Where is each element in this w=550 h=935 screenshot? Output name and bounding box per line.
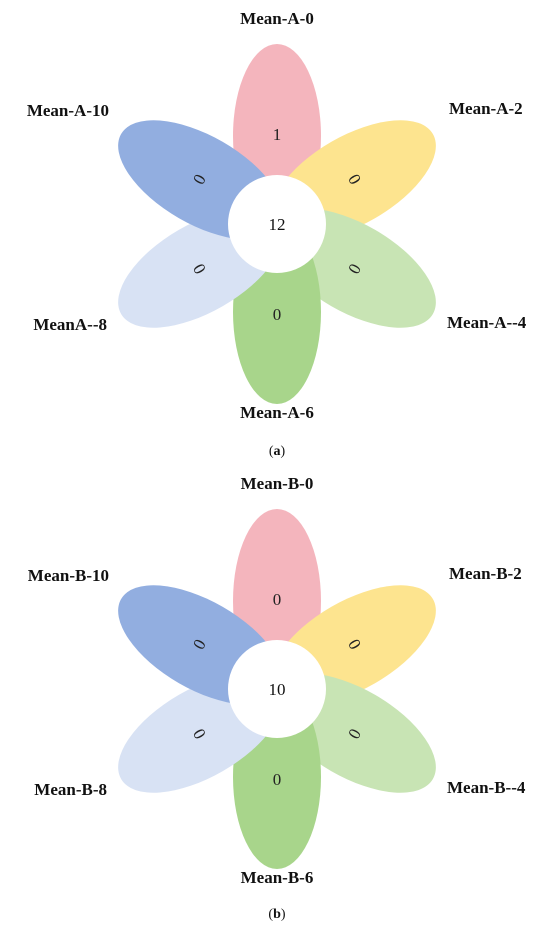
petal-label: Mean-B-2 [449,564,522,583]
petal-label: Mean-B--4 [447,778,526,797]
petal-label: Mean-A-2 [449,99,523,118]
center-circle [228,640,326,738]
petal-label: Mean-A--4 [447,313,527,332]
venn-diagram-a: 10000012Mean-A-0Mean-A-2Mean-A--4Mean-A-… [27,9,527,459]
petal-value: 0 [273,770,282,789]
center-value: 10 [269,680,286,699]
petal-label: MeanA--8 [33,315,107,334]
petal-label: Mean-A-0 [240,9,314,28]
petal-value: 0 [273,305,282,324]
petal-label: Mean-B-6 [241,868,314,887]
venn-diagram-b: 00000010Mean-B-0Mean-B-2Mean-B--4Mean-B-… [28,474,526,922]
petal-label: Mean-B-8 [34,780,107,799]
subfigure-caption: (b) [268,907,285,922]
petal-value: 0 [273,590,282,609]
center-value: 12 [269,215,286,234]
center-circle [228,175,326,273]
subfigure-caption: (a) [269,444,286,459]
petal-label: Mean-A-6 [240,403,314,422]
petal-label: Mean-A-10 [27,101,109,120]
petal-label: Mean-B-10 [28,566,109,585]
petal-label: Mean-B-0 [241,474,314,493]
petal-value: 1 [273,125,282,144]
